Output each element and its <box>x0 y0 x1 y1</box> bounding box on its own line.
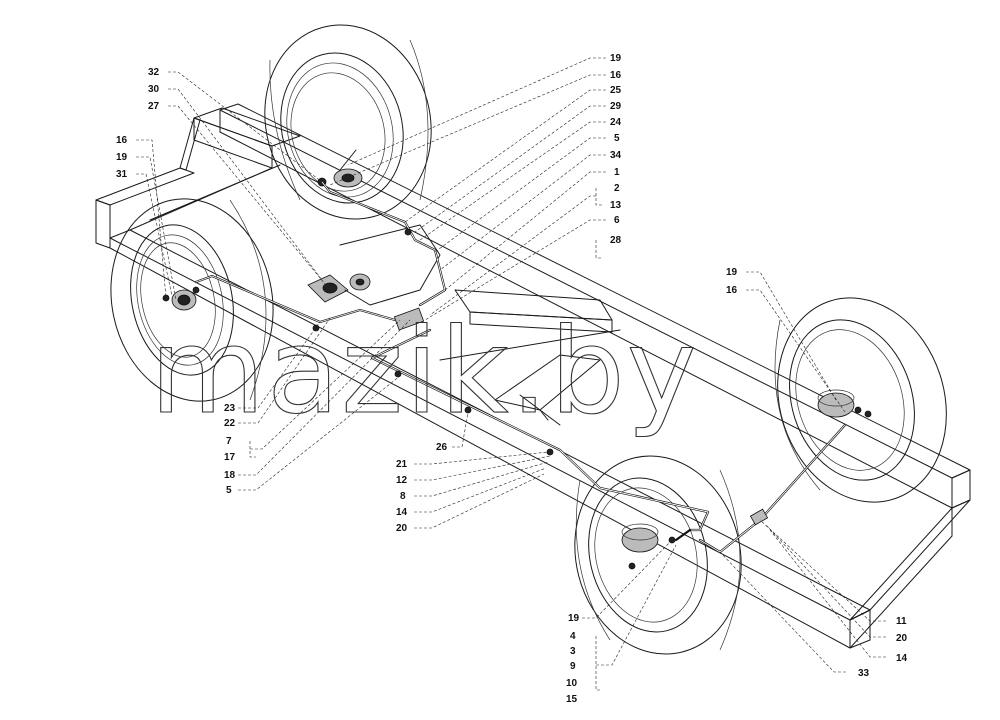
callout-16: 16 <box>610 70 622 81</box>
wheel-rear-lower <box>110 198 274 402</box>
callout-3: 3 <box>570 646 576 657</box>
callout-7: 7 <box>226 436 232 447</box>
callout-19: 19 <box>726 267 738 278</box>
callout-25: 25 <box>610 85 622 96</box>
wheel-front-lower <box>574 455 742 655</box>
callout-15: 15 <box>566 694 578 705</box>
callout-32: 32 <box>148 67 160 78</box>
callout-19: 19 <box>116 152 128 163</box>
callout-14: 14 <box>896 653 908 664</box>
callout-20: 20 <box>396 523 408 534</box>
brake-cylinder-front-lower <box>621 523 676 570</box>
wheel-rear-upper <box>264 24 432 220</box>
callout-34: 34 <box>610 150 622 161</box>
callout-12: 12 <box>396 475 408 486</box>
callout-24: 24 <box>610 117 622 128</box>
callout-17: 17 <box>224 452 236 463</box>
callout-16: 16 <box>726 285 738 296</box>
callout-5: 5 <box>226 485 232 496</box>
master-cylinder <box>307 224 441 331</box>
callout-1: 1 <box>614 167 620 178</box>
callout-14: 14 <box>396 507 408 518</box>
callout-28: 28 <box>610 235 622 246</box>
callout-18: 18 <box>224 470 236 481</box>
callout-10: 10 <box>566 678 578 689</box>
callout-8: 8 <box>400 491 406 502</box>
callout-9: 9 <box>570 661 576 672</box>
callout-19: 19 <box>568 613 580 624</box>
callout-30: 30 <box>148 84 160 95</box>
callout-labels: 32 30 27 16 19 31 19 16 25 29 24 5 34 1 … <box>116 53 908 705</box>
watermark-text: mazik.by <box>150 302 699 440</box>
callout-16: 16 <box>116 135 128 146</box>
wheel-front-upper <box>774 297 947 503</box>
callout-5: 5 <box>614 133 620 144</box>
callout-26: 26 <box>436 442 448 453</box>
callout-31: 31 <box>116 169 128 180</box>
callout-33: 33 <box>858 668 870 679</box>
leader-lines <box>136 57 886 691</box>
callout-13: 13 <box>610 200 622 211</box>
callout-27: 27 <box>148 101 160 112</box>
callout-19: 19 <box>610 53 622 64</box>
brake-cylinder-rear-lower <box>162 286 200 311</box>
callout-23: 23 <box>224 403 236 414</box>
callout-29: 29 <box>610 101 622 112</box>
callout-11: 11 <box>896 616 907 627</box>
callout-20: 20 <box>896 633 908 644</box>
callout-2: 2 <box>614 183 620 194</box>
callout-21: 21 <box>396 459 408 470</box>
callout-4: 4 <box>570 631 576 642</box>
brake-cylinder-front-upper <box>817 389 872 418</box>
callout-22: 22 <box>224 418 236 429</box>
callout-6: 6 <box>614 215 620 226</box>
